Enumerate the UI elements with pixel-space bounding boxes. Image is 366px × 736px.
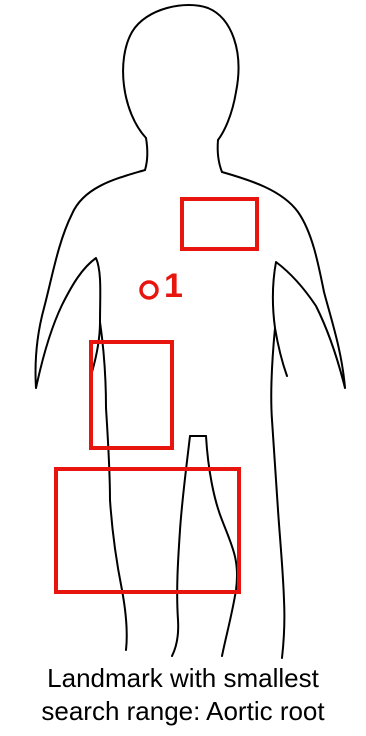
landmark-marker-label: 1 <box>164 267 183 305</box>
head-outline <box>123 5 238 140</box>
left-leg-outline <box>100 322 127 650</box>
aortic-region-box <box>182 199 257 249</box>
neck-left <box>145 138 147 170</box>
caption-line-2: search range: Aortic root <box>0 695 366 728</box>
neck-right <box>218 140 222 172</box>
caption: Landmark with smallest search range: Aor… <box>0 662 366 728</box>
body-outline <box>35 5 345 658</box>
right-arm-outline <box>222 172 345 388</box>
caption-line-1: Landmark with smallest <box>0 662 366 695</box>
landmark-marker-circle <box>141 282 157 298</box>
right-leg-outline <box>271 328 284 658</box>
